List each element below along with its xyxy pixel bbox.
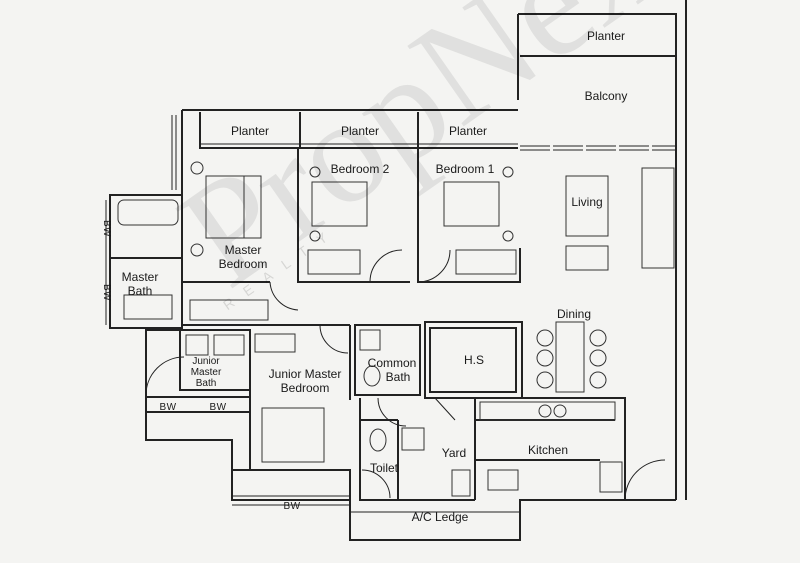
label-master-bedroom-line2: Bedroom [218, 257, 268, 271]
label-planter-1: Planter [230, 124, 270, 138]
label-ac-ledge: A/C Ledge [411, 510, 469, 524]
label-kitchen: Kitchen [527, 443, 569, 457]
label-bw-1: BW [101, 219, 113, 238]
label-planter-2: Planter [340, 124, 380, 138]
label-master-bedroom-line1: Master [224, 243, 262, 257]
label-bw-2: BW [101, 283, 113, 302]
label-junior-master-bath-line2: Master [190, 367, 222, 378]
label-junior-master-bath-line3: Bath [195, 378, 217, 389]
label-balcony: Balcony [584, 89, 628, 103]
label-planter-top: Planter [586, 29, 626, 43]
label-yard: Yard [441, 446, 467, 460]
windows [105, 115, 676, 513]
label-bw-4: BW [209, 402, 227, 413]
label-living: Living [571, 195, 603, 209]
label-hs: H.S [463, 353, 485, 367]
label-dining: Dining [556, 307, 592, 321]
label-bedroom-2: Bedroom 2 [330, 162, 390, 176]
label-master-bath-line2: Bath [127, 284, 153, 298]
label-bedroom-1: Bedroom 1 [435, 162, 495, 176]
label-bw-5: BW [283, 501, 301, 512]
label-master-bath-line1: Master [121, 270, 159, 284]
walls [109, 0, 687, 541]
label-junior-master-bath-line1: Junior [192, 356, 220, 367]
label-bw-3: BW [159, 402, 177, 413]
label-planter-3: Planter [448, 124, 488, 138]
label-common-bath-line2: Bath [385, 370, 411, 384]
label-toilet: Toilet [369, 461, 399, 475]
label-junior-master-bedroom-line1: Junior Master [268, 367, 342, 381]
label-common-bath-line1: Common [367, 356, 417, 370]
label-junior-master-bedroom-line2: Bedroom [280, 381, 330, 395]
furniture [117, 161, 675, 497]
doors [145, 249, 666, 501]
